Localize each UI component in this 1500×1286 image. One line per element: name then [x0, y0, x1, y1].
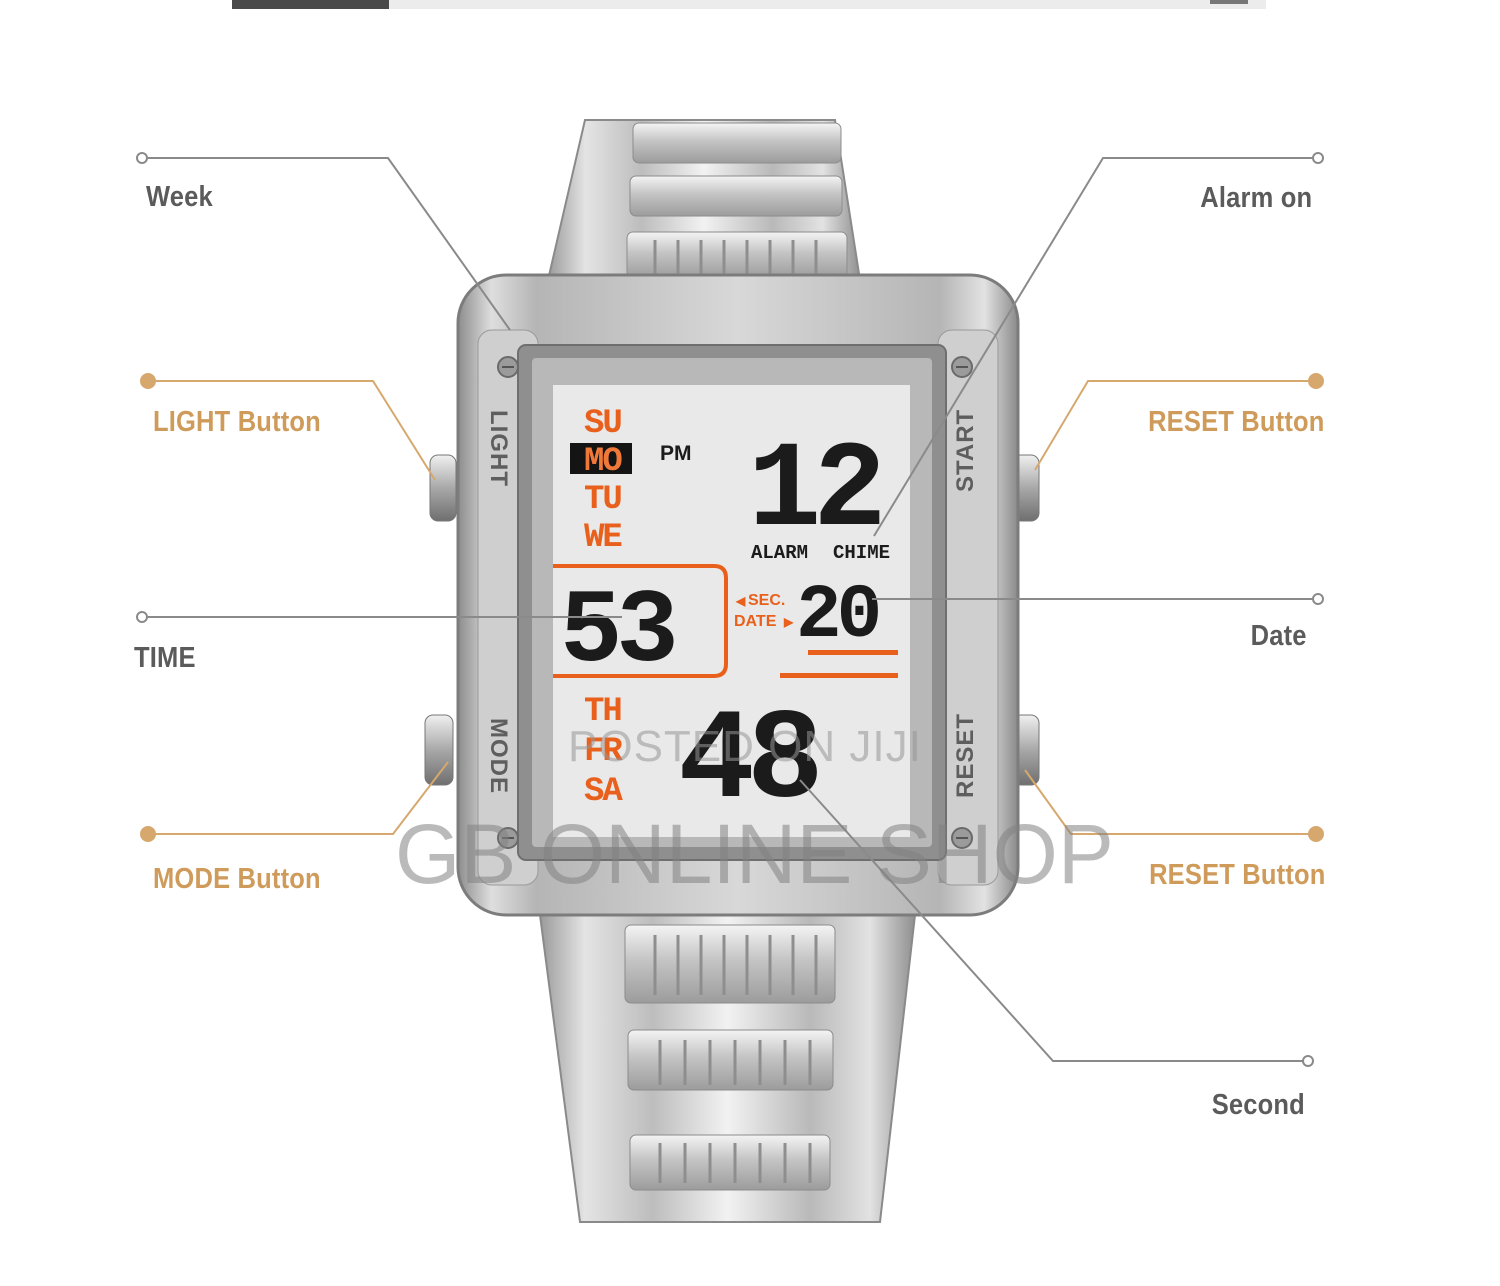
date-digits: 20: [796, 573, 879, 659]
sec-arrow: ◀: [735, 594, 746, 608]
label-alarm-on: Alarm on: [1199, 182, 1312, 214]
label-mode-button: MODE Button: [153, 863, 321, 895]
day-tu: TU: [584, 481, 621, 519]
bezel-label-start: START: [952, 409, 979, 492]
leader-reset-bottom: [1024, 769, 1324, 842]
alarm-indicator: ALARM: [751, 542, 808, 564]
bracelet-bottom: [538, 914, 917, 1223]
light-side-button[interactable]: [429, 454, 457, 522]
label-light-button: LIGHT Button: [153, 406, 321, 438]
leader-second: [799, 779, 1314, 1067]
scrollbar-thumb[interactable]: [232, 0, 389, 9]
bezel-label-reset: RESET: [952, 713, 979, 798]
date-arrow: ▶: [783, 615, 794, 629]
day-highlight: [570, 443, 632, 474]
day-we: WE: [584, 519, 622, 557]
seconds-digits: 53: [560, 574, 674, 692]
date-label: DATE: [734, 613, 777, 630]
hour-digits: 12: [748, 422, 880, 561]
day-su: SU: [584, 405, 621, 443]
day-mo: MO: [584, 443, 622, 481]
divider-short: [808, 650, 898, 655]
day-th: TH: [584, 693, 621, 731]
bezel-label-light: LIGHT: [485, 410, 512, 487]
leader-reset-top: [1034, 373, 1324, 471]
label-date: Date: [1250, 620, 1307, 652]
bracelet-top: [546, 119, 862, 281]
label-week: Week: [146, 181, 213, 213]
label-reset-button-bottom: RESET Button: [1149, 859, 1326, 891]
bezel-label-mode: MODE: [485, 718, 512, 794]
leader-light: [140, 373, 436, 481]
pm-indicator: PM: [660, 442, 692, 465]
label-second: Second: [1211, 1089, 1305, 1121]
chime-indicator: CHIME: [833, 542, 890, 564]
sec-label: SEC.: [748, 592, 785, 609]
divider-long: [780, 673, 898, 678]
leader-week: [136, 152, 511, 331]
mode-side-button[interactable]: [424, 714, 454, 786]
seconds-frame: [553, 564, 728, 678]
scrollbar-handle[interactable]: [1210, 0, 1248, 4]
top-scrollbar[interactable]: [232, 0, 1266, 9]
leader-alarm: [873, 152, 1324, 537]
leader-mode: [140, 761, 449, 842]
lcd-display: SU MO TU WE TH FR SA PM 12 ALARM CHIME 5…: [553, 385, 910, 837]
label-reset-button-top: RESET Button: [1148, 406, 1325, 438]
day-sa: SA: [584, 773, 623, 811]
day-fr: FR: [584, 733, 623, 771]
label-time: TIME: [134, 642, 196, 674]
minute-digits: 48: [678, 690, 817, 835]
leader-time: [136, 611, 622, 623]
leader-date: [872, 593, 1324, 605]
